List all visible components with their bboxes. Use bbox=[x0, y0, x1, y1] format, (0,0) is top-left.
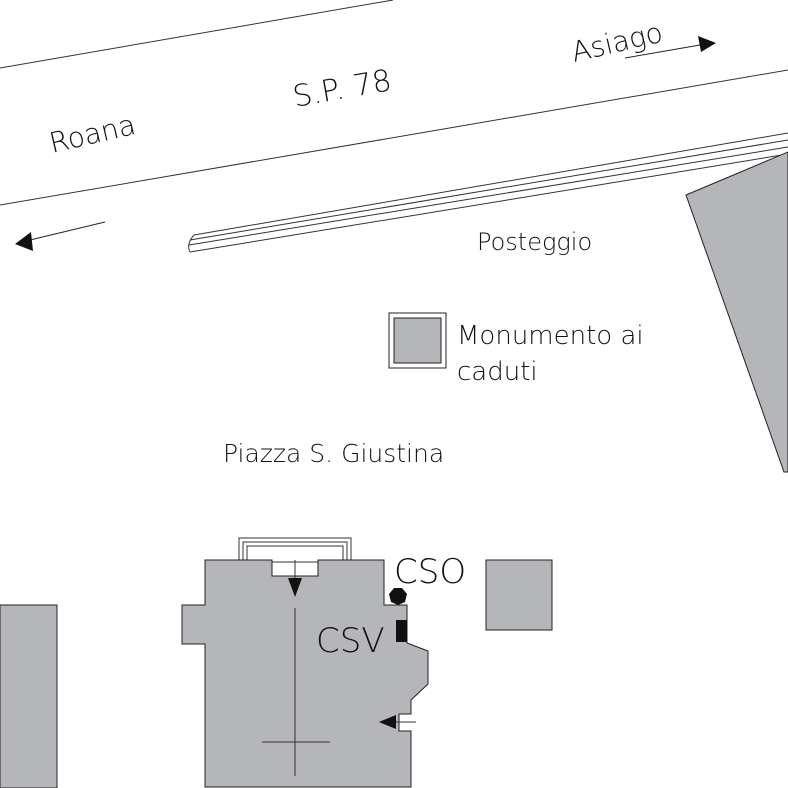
church bbox=[181, 559, 429, 788]
church-steps bbox=[238, 537, 352, 563]
arrow-west-icon bbox=[15, 221, 106, 251]
main-entrance-arrow-icon bbox=[288, 578, 302, 597]
parking-label: Posteggio bbox=[477, 228, 592, 256]
csv-label: CSV bbox=[316, 621, 385, 661]
parking-curb bbox=[188, 132, 788, 253]
monument bbox=[393, 317, 442, 364]
monument-label-line2: caduti bbox=[457, 357, 538, 387]
square-label: Piazza S. Giustina bbox=[223, 439, 444, 468]
building-west bbox=[0, 604, 58, 788]
road-edge-south bbox=[0, 69, 788, 206]
building-east-small bbox=[485, 559, 553, 631]
direction-label-roana: Roana bbox=[46, 108, 139, 160]
road-label: S.P. 78 bbox=[290, 63, 394, 115]
csv-marker-icon bbox=[396, 620, 407, 642]
building-east bbox=[685, 151, 788, 473]
side-entrance-arrow-icon bbox=[379, 715, 416, 729]
cso-label: CSO bbox=[394, 552, 466, 592]
cso-marker-icon bbox=[389, 588, 407, 605]
direction-label-asiago: Asiago bbox=[568, 16, 666, 69]
road-edge-north bbox=[0, 0, 394, 69]
monument-label-line1: Monumento ai bbox=[457, 321, 644, 351]
arrow-east-icon bbox=[624, 36, 716, 59]
